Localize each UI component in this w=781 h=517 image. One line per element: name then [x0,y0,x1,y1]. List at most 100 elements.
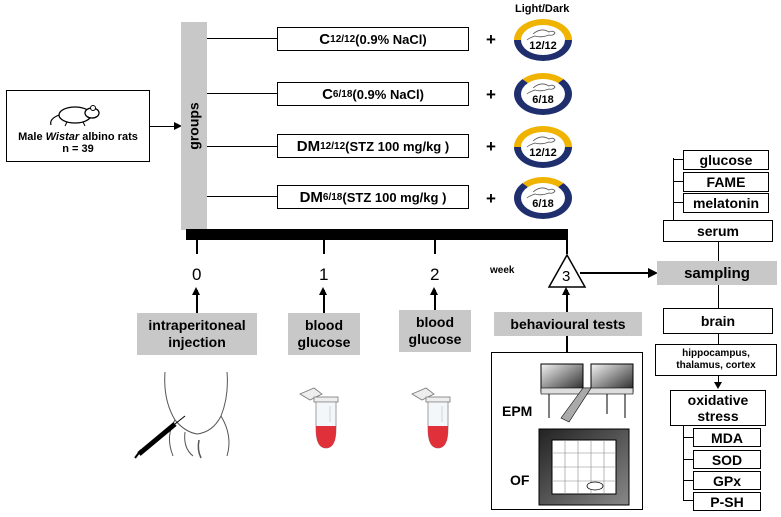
subject-count: n = 39 [62,143,94,155]
event-arrow [196,290,198,314]
ring-center [521,25,565,55]
oxidative-item-gpx: GPx [693,471,761,490]
subject-connector [150,126,178,127]
branch-tick [683,459,693,460]
week-1-label: 1 [319,265,329,284]
light-dark-ring: 6/18 [514,177,572,219]
rat-icon [526,136,556,148]
open-field-icon [538,428,630,506]
subject-box: Male Wistar albino rats n = 39 [6,90,150,162]
cycle-label: 6/18 [532,94,553,106]
cycle-label: 12/12 [529,40,557,52]
branch-tick [673,202,683,203]
rat-icon [50,105,100,127]
brain-regions-box: hippocampus,thalamus, cortex [655,344,777,376]
light-dark-cycle-icon: 12/12 [513,125,573,169]
week-3-triangle [547,253,587,288]
timeline-bar [186,229,568,240]
epm-label: EPM [502,403,533,419]
plus-sign: + [486,189,496,208]
of-label: OF [510,472,530,488]
group-connector-4 [207,196,277,197]
event-behavioural-tests: behavioural tests [494,312,642,336]
serum-item-melatonin: melatonin [683,193,769,213]
arrowhead [192,287,200,295]
arrowhead [430,287,438,295]
serum-item-fame: FAME [683,172,769,192]
light-dark-header: Light/Dark [515,3,570,15]
arrowhead [319,287,327,295]
ring-center [521,183,565,213]
timeline-tick [434,240,436,254]
week-2-label: 2 [430,265,440,284]
light-dark-cycle-icon: 6/18 [513,176,573,220]
elevated-plus-maze-icon [540,363,634,423]
injection-illustration [134,371,230,459]
tube-drawing [299,387,339,449]
oxidative-item-psh: P-SH [693,492,761,511]
plus-sign: + [486,85,496,104]
oxidative-item-mda: MDA [693,428,761,447]
arrowhead [174,122,182,130]
group-connector-3 [207,146,277,147]
rat-icon [526,83,556,95]
sample-tube-icon [299,387,346,450]
plus-sign: + [486,30,496,49]
sampling-box: sampling [657,261,777,285]
subject-line1: Male Wistar albino rats [18,131,138,143]
branch-tick [683,500,693,501]
timeline-tick [196,240,198,254]
week-label: week [490,265,515,276]
serum-box: serum [663,220,773,242]
light-dark-ring: 12/12 [514,126,572,168]
serum-item-glucose: glucose [683,150,769,170]
arrowhead [562,287,570,295]
group-connector-2 [207,93,277,94]
light-dark-ring: 12/12 [514,19,572,61]
oxidative-item-sod: SOD [693,450,761,469]
group-connector-1 [207,38,277,39]
event-arrow [323,290,325,314]
branch-tick [683,437,693,438]
timeline-tick [323,240,325,254]
brain-box: brain [663,308,773,334]
ring-center [521,132,565,162]
light-dark-cycle-icon: 12/12 [513,18,573,62]
branch-tick [683,480,693,481]
ring-center [521,79,565,109]
rat-icon [526,29,556,41]
timeline-tick [566,240,568,254]
event-arrow [566,290,568,312]
oxidative-branch-line [683,426,684,500]
cycle-label: 6/18 [532,198,553,210]
light-dark-ring: 6/18 [514,73,572,115]
branch-tick [673,181,683,182]
week-3-label: 3 [562,268,571,285]
plus-sign: + [486,137,496,156]
tube-drawing [411,387,451,449]
rat-icon [526,187,556,199]
groups-label: groups [186,102,203,150]
sample-tube-icon [411,387,458,450]
week-0-label: 0 [192,265,202,284]
oxidative-connector [718,376,719,384]
branch-tick [673,159,683,160]
brain-connector [718,285,719,308]
arrowhead [714,382,722,389]
event-arrow [434,290,436,310]
regions-connector [718,334,719,344]
serum-branch-line [673,158,674,220]
serum-connector [718,242,719,261]
groups-bar: groups [181,22,207,230]
light-dark-cycle-icon: 6/18 [513,72,573,116]
behaviour-connector [566,336,568,352]
